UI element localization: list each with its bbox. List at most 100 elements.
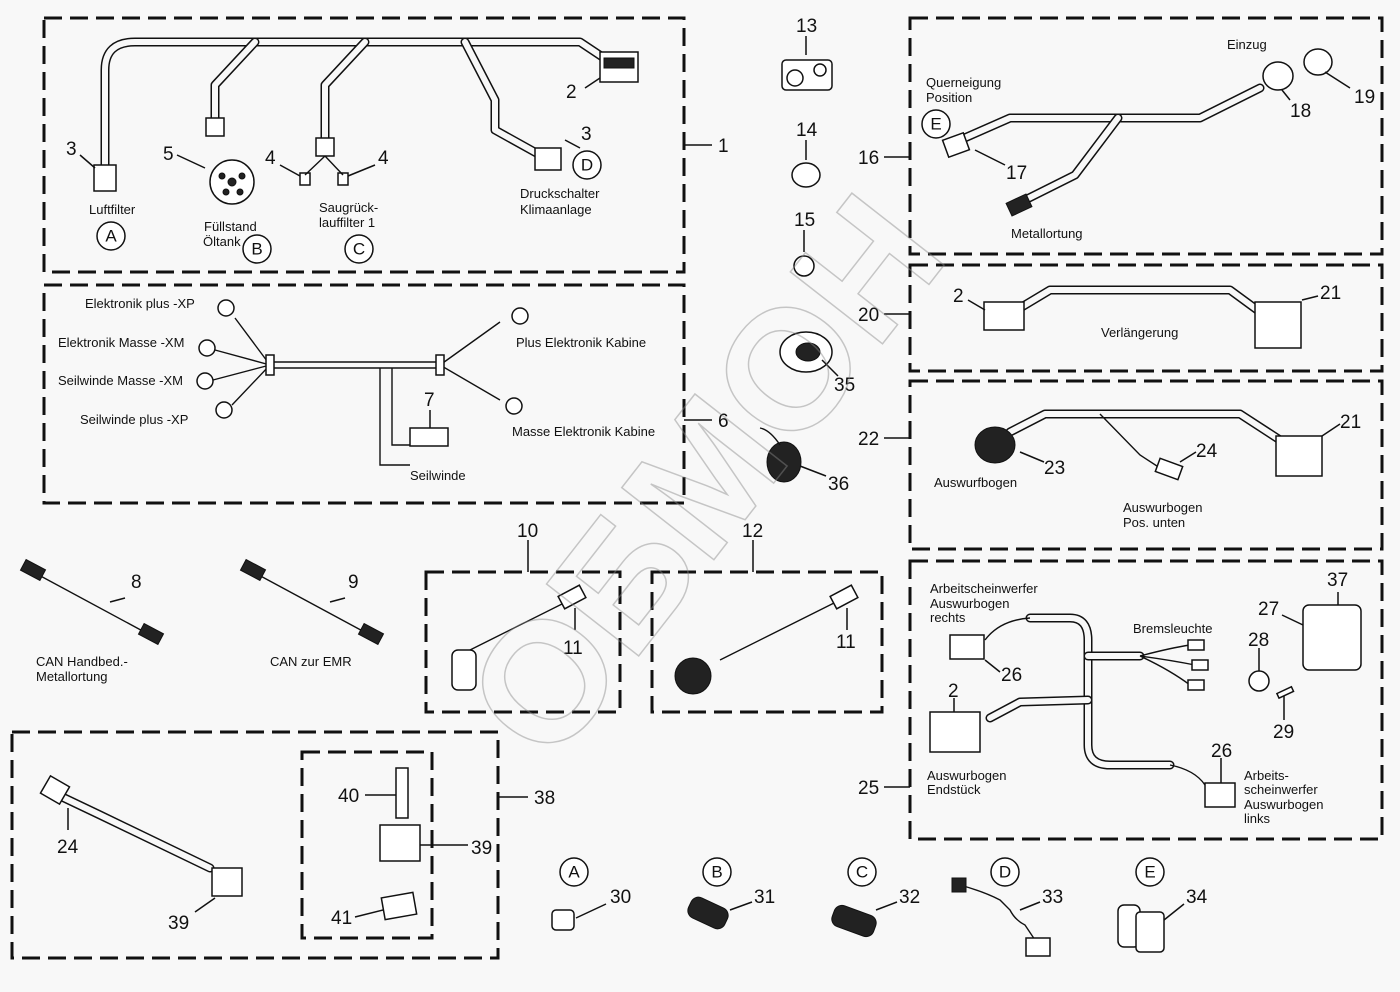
sensor-31 bbox=[687, 896, 729, 930]
gasket-41 bbox=[380, 891, 418, 921]
ref-circle-e bbox=[921, 109, 951, 139]
callout-5: 5 bbox=[163, 144, 174, 165]
callout-30: 30 bbox=[610, 887, 631, 908]
group-25-box bbox=[908, 559, 1384, 841]
callout-6: 6 bbox=[718, 411, 729, 432]
connector-11 bbox=[829, 584, 859, 610]
callout-2: 2 bbox=[948, 681, 959, 702]
ref-b: B bbox=[711, 863, 722, 882]
connector-21 bbox=[1254, 301, 1302, 349]
plug-8b bbox=[137, 622, 165, 646]
group-10-box bbox=[424, 570, 622, 714]
label-saugrueck: Saugrück- bbox=[319, 200, 378, 215]
callout-29: 29 bbox=[1273, 722, 1294, 743]
callout-2: 2 bbox=[566, 82, 577, 103]
connector-12 bbox=[674, 657, 712, 695]
callout-41: 41 bbox=[331, 908, 352, 929]
connector-26-left bbox=[1204, 782, 1236, 808]
callout-3: 3 bbox=[66, 139, 77, 160]
label-links: links bbox=[1244, 811, 1271, 826]
group-25-harness: 25 26 2 26 27 28 29 37 Arbeitscheinwerfe… bbox=[858, 559, 1384, 841]
callout-28: 28 bbox=[1248, 630, 1269, 651]
ref-circle-c bbox=[847, 857, 877, 887]
label-luftfilter: Luftfilter bbox=[89, 202, 136, 217]
group-1-harness: 1 2 3 3 4 4 5 Luftfilter Füllstand Öltan… bbox=[42, 16, 729, 274]
label-auswurbogen-end: Auswurbogen bbox=[927, 768, 1007, 783]
lamp-37 bbox=[1302, 604, 1362, 671]
connector-24 bbox=[1154, 457, 1184, 481]
callout-24: 24 bbox=[1196, 441, 1218, 462]
label-auswurbogen: Auswurbogen bbox=[930, 596, 1010, 611]
callout-22: 22 bbox=[858, 429, 879, 450]
bottom-sensors: A 30 B 31 C 32 D 33 E 34 bbox=[551, 857, 1208, 957]
callout-16: 16 bbox=[858, 148, 879, 169]
cable-16-branch bbox=[1020, 113, 1123, 205]
connector-39 bbox=[379, 824, 421, 862]
callout-25: 25 bbox=[858, 778, 879, 799]
callout-12: 12 bbox=[742, 521, 763, 542]
callout-2: 2 bbox=[953, 286, 964, 307]
callout-19: 19 bbox=[1354, 87, 1375, 108]
ref-circle-b bbox=[242, 234, 272, 264]
group-6-harness: 6 7 Elektronik plus -XP Elektronik Masse… bbox=[42, 283, 729, 505]
label-position: Position bbox=[926, 90, 972, 105]
plug-9b bbox=[357, 622, 385, 646]
screw-40 bbox=[395, 767, 409, 819]
label-lauffilter: lauffilter 1 bbox=[319, 215, 375, 230]
group-12-box bbox=[650, 570, 884, 714]
watermark-text: ОБМОН bbox=[430, 162, 981, 792]
connector-17 bbox=[941, 131, 971, 159]
callout-39: 39 bbox=[471, 838, 492, 859]
part-29 bbox=[1275, 685, 1295, 700]
label-arbeits: Arbeits- bbox=[1244, 768, 1289, 783]
label-bremsleuchte: Bremsleuchte bbox=[1133, 621, 1212, 636]
connector-26-right bbox=[949, 634, 985, 660]
ref-circle-a bbox=[96, 221, 126, 251]
callout-32: 32 bbox=[899, 887, 920, 908]
callout-39: 39 bbox=[168, 913, 189, 934]
label-masse-elektronik-kabine: Masse Elektronik Kabine bbox=[512, 424, 655, 439]
label-can-metallortung: Metallortung bbox=[36, 669, 108, 684]
callout-31: 31 bbox=[754, 887, 775, 908]
connector-3-right bbox=[534, 147, 562, 171]
callout-18: 18 bbox=[1290, 101, 1311, 122]
label-seilwinde: Seilwinde bbox=[410, 468, 466, 483]
label-seilwinde-masse: Seilwinde Masse -XM bbox=[58, 373, 183, 388]
ref-a: A bbox=[105, 227, 117, 246]
ref-circle-b bbox=[702, 857, 732, 887]
main-cable bbox=[100, 37, 615, 170]
callout-26: 26 bbox=[1211, 741, 1232, 762]
callout-1: 1 bbox=[718, 136, 729, 157]
connector-18 bbox=[1262, 61, 1294, 91]
group-38-box bbox=[10, 730, 500, 960]
ref-a: A bbox=[568, 863, 580, 882]
callout-33: 33 bbox=[1042, 887, 1063, 908]
label-pos-unten: Pos. unten bbox=[1123, 515, 1185, 530]
cable-25 bbox=[1025, 613, 1175, 770]
connector-7 bbox=[409, 427, 449, 447]
group-16-harness: 16 17 18 19 Einzug Querneigung Position … bbox=[858, 16, 1384, 256]
label-arbeitscheinwerfer: Arbeitscheinwerfer bbox=[930, 581, 1038, 596]
sensor-metallortung bbox=[1005, 193, 1033, 217]
callout-21: 21 bbox=[1320, 283, 1341, 304]
label-rechts: rechts bbox=[930, 610, 966, 625]
label-can-emr: CAN zur EMR bbox=[270, 654, 352, 669]
label-querneigung: Querneigung bbox=[926, 75, 1001, 90]
connector-39 bbox=[211, 867, 243, 897]
label-elektronik-plus: Elektronik plus -XP bbox=[85, 296, 195, 311]
label-auswurbogen-links: Auswurbogen bbox=[1244, 797, 1324, 812]
callout-4: 4 bbox=[265, 148, 276, 169]
terminal-4-right bbox=[337, 172, 349, 186]
connector-2 bbox=[983, 301, 1025, 331]
ref-e: E bbox=[930, 115, 941, 134]
connector-21 bbox=[1275, 435, 1323, 477]
ref-c: C bbox=[353, 240, 365, 259]
label-endstueck: Endstück bbox=[927, 782, 981, 797]
cable-22 bbox=[1005, 409, 1285, 445]
callout-35: 35 bbox=[834, 375, 855, 396]
callout-26: 26 bbox=[1001, 665, 1022, 686]
ref-b: B bbox=[251, 240, 262, 259]
sleeve bbox=[205, 117, 225, 137]
